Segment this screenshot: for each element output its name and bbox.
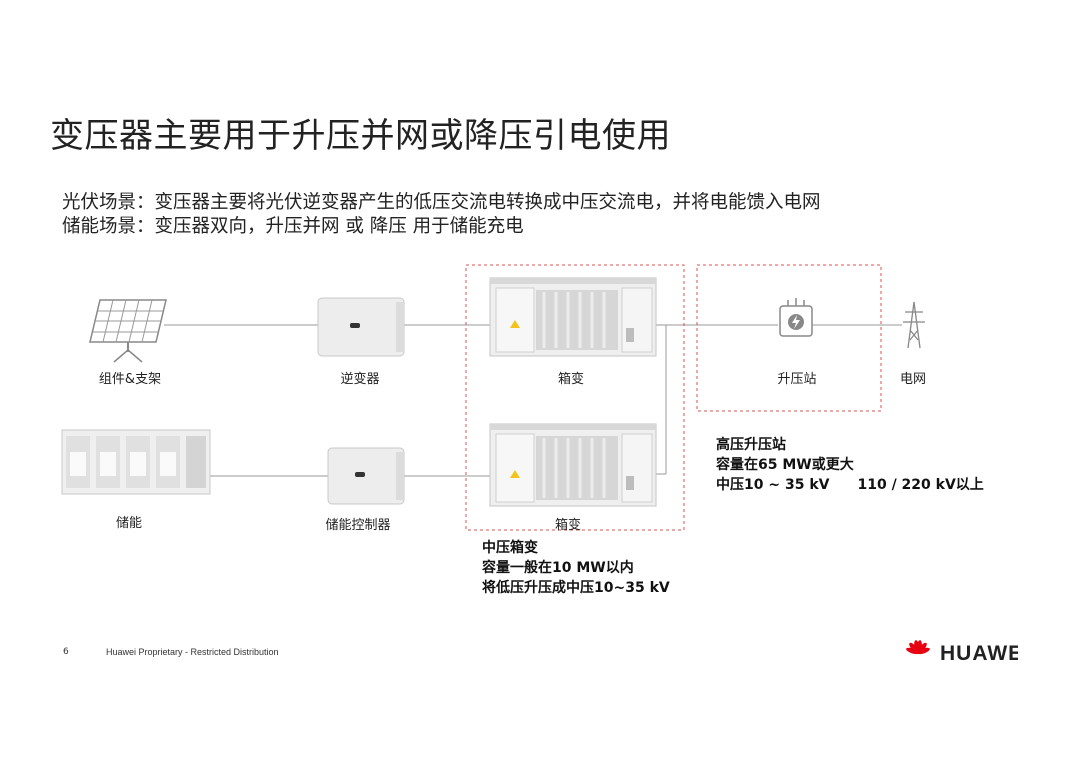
footer-text: Huawei Proprietary - Restricted Distribu…	[106, 647, 279, 657]
label-pv-module: 组件&支架	[98, 372, 162, 387]
page-number: 6	[63, 647, 69, 657]
box-transformer-icon-2	[489, 423, 657, 507]
brand-name: HUAWEI	[940, 642, 1018, 665]
label-grid: 电网	[899, 372, 927, 387]
subtitle-pv-scenario: 光伏场景：变压器主要将光伏逆变器产生的低压交流电转换成中压交流电，并将电能馈入电…	[62, 192, 821, 213]
label-storage: 储能	[115, 516, 143, 531]
battery-cabinet-icon	[61, 429, 211, 495]
substation-icon	[779, 298, 813, 337]
label-step-up-station: 升压站	[777, 372, 817, 387]
mv-box-note: 中压箱变 容量一般在10 MW以内 将低压升压成中压10~35 kV	[482, 538, 670, 598]
huawei-logo-icon	[906, 640, 930, 655]
hv-note-line-3: 中压10 ~ 35 kV 110 / 220 kV以上	[716, 475, 984, 495]
mv-note-line-3: 将低压升压成中压10~35 kV	[482, 580, 670, 596]
hv-station-note: 高压升压站 容量在65 MW或更大 中压10 ~ 35 kV 110 / 220 …	[716, 435, 984, 495]
hv-station-dashed-frame	[696, 264, 882, 412]
label-box-transformer-2: 箱变	[554, 518, 582, 533]
mv-note-line-2: 容量一般在10 MW以内	[482, 560, 634, 576]
mv-box-dashed-frame	[465, 264, 685, 531]
inverter-icon	[317, 297, 405, 357]
mv-note-line-1: 中压箱变	[482, 540, 538, 556]
hv-note-line-3b: 110 / 220 kV以上	[857, 477, 984, 493]
label-box-transformer-1: 箱变	[557, 372, 585, 387]
hv-note-line-2: 容量在65 MW或更大	[716, 457, 854, 473]
slide-title: 变压器主要用于升压并网或降压引电使用	[50, 116, 671, 156]
hv-note-line-1: 高压升压站	[716, 437, 786, 453]
connector-lines	[164, 324, 902, 477]
solar-panel-icon	[89, 299, 167, 363]
transmission-tower-icon	[903, 301, 925, 349]
box-transformer-icon-1	[489, 277, 657, 357]
subtitle-storage-scenario: 储能场景：变压器双向，升压并网 或 降压 用于储能充电	[62, 216, 524, 237]
label-inverter: 逆变器	[340, 372, 380, 387]
storage-controller-icon	[327, 447, 405, 505]
label-storage-controller: 储能控制器	[325, 518, 391, 533]
hv-note-line-3a: 中压10 ~ 35 kV	[716, 477, 830, 493]
